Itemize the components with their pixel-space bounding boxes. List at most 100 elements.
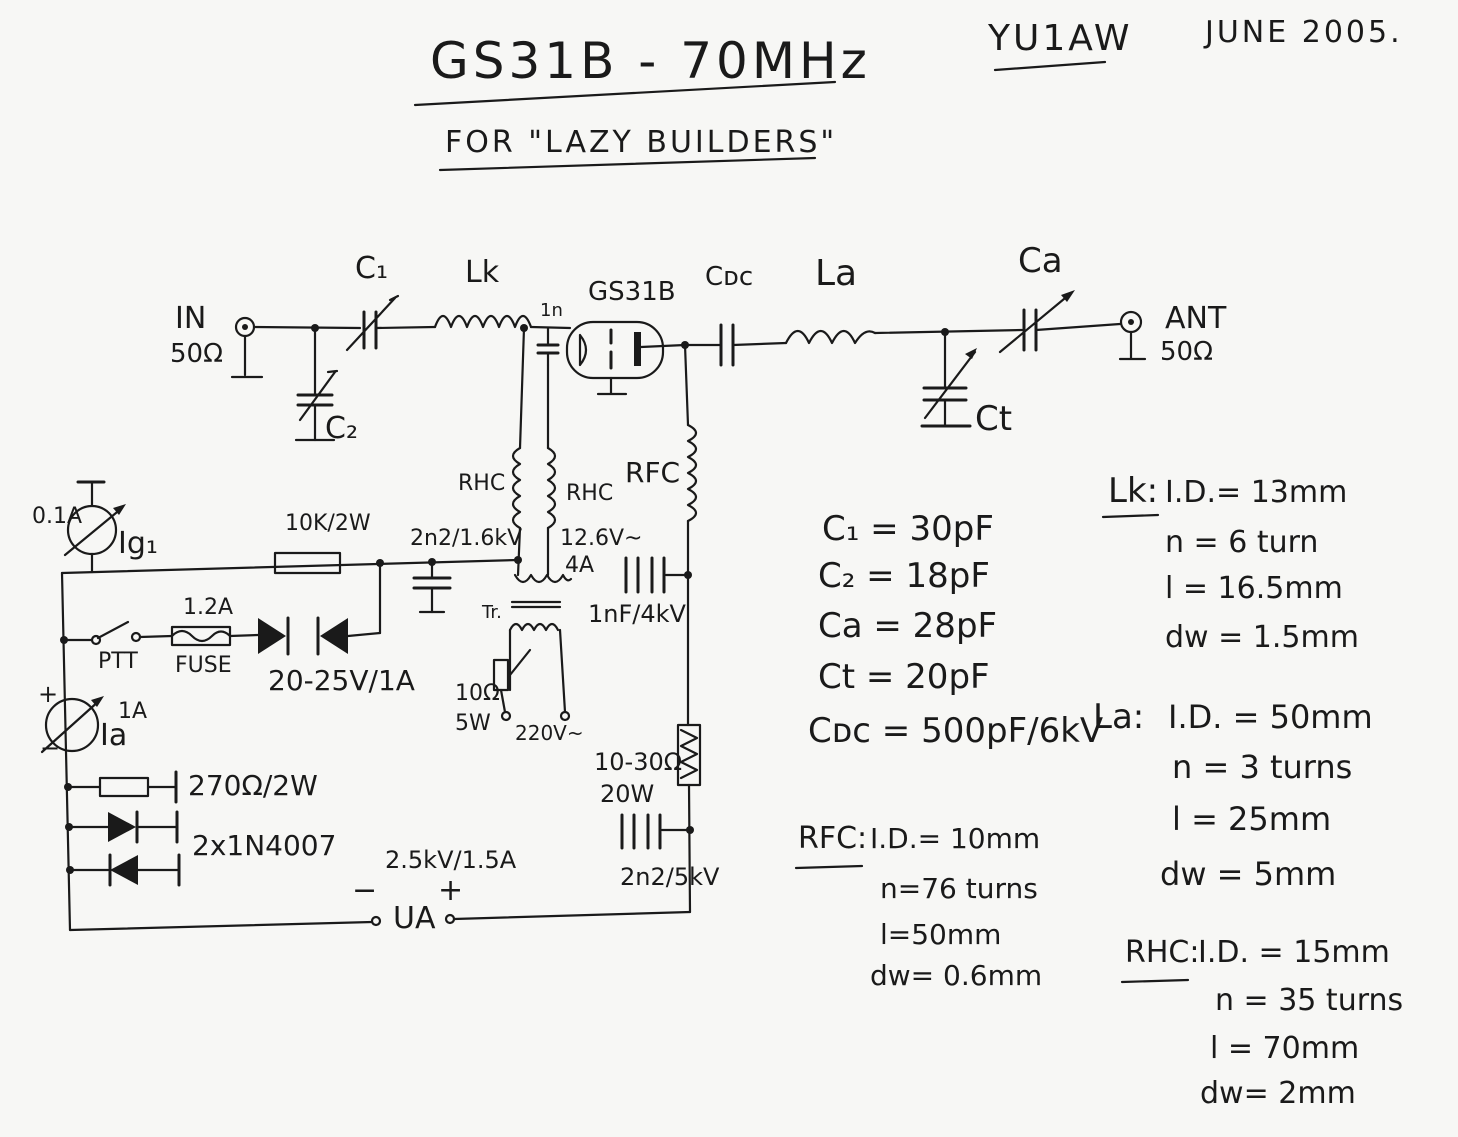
- ig1-range: 0.1A: [32, 504, 82, 529]
- ia-plus: +: [38, 680, 58, 708]
- rhc-spec-wire: dw= 2mm: [1200, 1076, 1356, 1111]
- ptt-label: PTT: [98, 649, 138, 674]
- ptt-switch: [62, 620, 174, 646]
- shunt-resistor: [66, 770, 178, 804]
- rfc-spec-underline: [794, 864, 864, 870]
- lk-spec-underline: [1101, 513, 1160, 519]
- capacitor-c2: [294, 326, 339, 442]
- lk-spec-head: Lk:: [1108, 471, 1158, 511]
- wire-in: [252, 325, 362, 330]
- rfc-spec-id: I.D.= 10mm: [870, 822, 1040, 855]
- zener-label: 20-25V/1A: [268, 664, 415, 697]
- rfc-spec-wire: dw= 0.6mm: [870, 959, 1042, 992]
- ca-label: Ca: [1018, 241, 1063, 281]
- anode-current-meter: [40, 696, 104, 754]
- capacitor-ca: [998, 290, 1122, 354]
- output-cap-label: 2n2/5kV: [620, 863, 720, 891]
- tube-label: GS31B: [588, 277, 676, 307]
- grid-current-meter: [63, 480, 126, 574]
- pot-value: 10Ω: [455, 681, 500, 706]
- cathode-bypass-capacitor: [536, 326, 560, 367]
- cap-value-cdc: Cᴅᴄ = 500pF/6kV: [808, 711, 1103, 751]
- hv-resistor-value: 10-30Ω: [594, 748, 682, 776]
- rhc2-label: RHC: [566, 481, 613, 506]
- rhc-spec-id: I.D. = 15mm: [1198, 935, 1390, 970]
- diodes-label: 2x1N4007: [192, 829, 336, 862]
- c2-label: C₂: [325, 411, 358, 446]
- la-label: La: [815, 253, 857, 294]
- capacitor-c1: [345, 294, 437, 352]
- protection-diode-1: [67, 810, 179, 844]
- hv-resistor-power: 20W: [600, 780, 654, 808]
- ua-minus: −: [352, 873, 377, 908]
- hv-bypass-label: 1nF/4kV: [588, 600, 687, 628]
- la-spec-head: La:: [1093, 697, 1144, 737]
- resistor-10k: [273, 551, 342, 575]
- shunt-resistor-label: 270Ω/2W: [188, 769, 318, 802]
- rhc-choke-2: [546, 446, 557, 530]
- tube-gs31b: [565, 320, 687, 396]
- la-spec-turns: n = 3 turns: [1172, 748, 1352, 786]
- rfc-spec-length: l=50mm: [880, 918, 1001, 951]
- hv-resistor: [676, 723, 702, 914]
- la-specification: La: I.D. = 50mm n = 3 turns l = 25mm dw …: [1093, 697, 1373, 893]
- rfc-choke: [686, 423, 698, 523]
- cap-value-ct: Ct = 20pF: [818, 657, 990, 697]
- title-underline: [413, 80, 837, 107]
- ig1-label: Ig₁: [118, 526, 158, 561]
- rfc-spec-head: RFC:: [798, 821, 867, 856]
- grid-bypass-capacitor: [412, 560, 452, 614]
- input-impedance: 50Ω: [170, 339, 223, 369]
- rfc-spec-turns: n=76 turns: [880, 872, 1038, 905]
- grid-cap-label: 2n2/1.6kV: [410, 526, 522, 551]
- fuse-value: 1.2A: [183, 595, 233, 620]
- wire-rfc-top: [683, 343, 690, 427]
- fuse: [170, 625, 260, 647]
- lk-spec-turns: n = 6 turn: [1165, 525, 1318, 560]
- ua-minus-terminal: [370, 915, 382, 927]
- subtitle-underline: [438, 156, 817, 172]
- lk-spec-id: I.D.= 13mm: [1165, 475, 1347, 510]
- inductor-lk: [433, 314, 533, 329]
- rfc-label: RFC: [625, 456, 680, 489]
- ua-label: UA: [393, 901, 436, 936]
- output-capacitor: [620, 813, 692, 850]
- cdc-label: Cᴅᴄ: [705, 262, 753, 292]
- diagram-subtitle: FOR "LAZY BUILDERS": [445, 125, 837, 160]
- ct-label: Ct: [975, 399, 1012, 439]
- ua-plus-terminal: [444, 913, 456, 925]
- antenna-connector: [1118, 310, 1147, 361]
- heater-current: 4A: [565, 553, 594, 578]
- cap-value-c2: C₂ = 18pF: [818, 556, 990, 596]
- la-spec-wire: dw = 5mm: [1160, 855, 1336, 893]
- capacitor-ct: [920, 330, 977, 428]
- rhc-specification: RHC: I.D. = 15mm n = 35 turns l = 70mm d…: [1120, 935, 1403, 1111]
- wire-heater-3: [516, 526, 522, 577]
- la-spec-length: l = 25mm: [1172, 800, 1331, 838]
- ia-label: Ia: [100, 718, 127, 753]
- inductor-la: [784, 329, 877, 345]
- callsign: YU1AW: [987, 18, 1133, 59]
- input-label: IN: [175, 301, 206, 336]
- lk-spec-wire: dw = 1.5mm: [1165, 620, 1359, 655]
- lk-spec-length: l = 16.5mm: [1165, 571, 1343, 606]
- date: JUNE 2005.: [1203, 15, 1403, 50]
- antenna-label: ANT: [1165, 301, 1227, 336]
- ia-range: 1A: [118, 699, 147, 724]
- ia-minus: −: [40, 734, 60, 762]
- rfc-specification: RFC: I.D.= 10mm n=76 turns l=50mm dw= 0.…: [794, 821, 1042, 992]
- zener-diodes: [258, 561, 382, 656]
- wire-cathode: [529, 325, 572, 330]
- hv-bypass-capacitor: [624, 556, 690, 594]
- callsign-underline: [993, 60, 1107, 72]
- la-spec-id: I.D. = 50mm: [1168, 698, 1373, 736]
- cap-value-c1: C₁ = 30pF: [822, 509, 994, 549]
- supply-label: 2.5kV/1.5A: [385, 846, 517, 874]
- heater-voltage: 12.6V~: [560, 526, 642, 551]
- cap-value-ca: Ca = 28pF: [818, 606, 997, 646]
- potentiometer: [492, 648, 532, 722]
- capacitor-cdc: [719, 323, 788, 367]
- rhc1-label: RHC: [458, 471, 505, 496]
